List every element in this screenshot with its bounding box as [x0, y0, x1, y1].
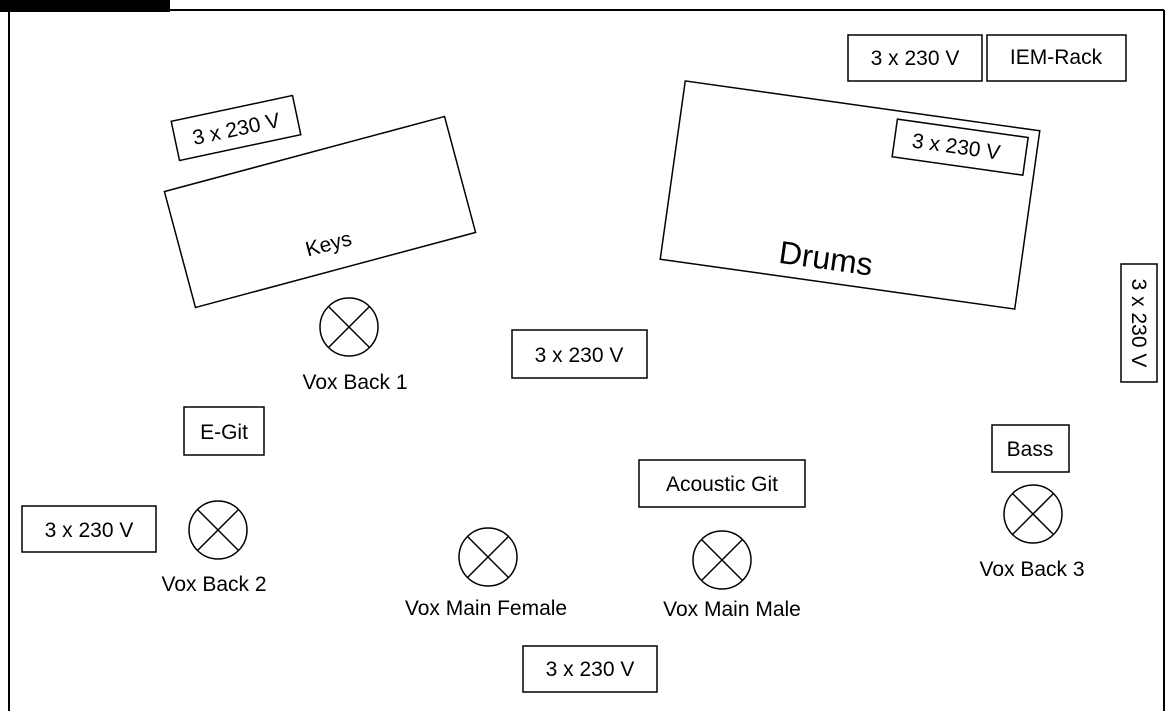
bass-box: Bass	[991, 424, 1070, 473]
power-label: 3 x 230 V	[871, 47, 960, 70]
vox-main-male-label: Vox Main Male	[663, 598, 801, 621]
mic-vox-back-2: Vox Back 2	[161, 500, 267, 596]
e-git-box: E-Git	[183, 406, 265, 456]
microphone-icon	[188, 500, 248, 560]
acoustic-git-label: Acoustic Git	[666, 473, 778, 496]
vox-main-female-label: Vox Main Female	[405, 597, 567, 620]
power-box-right-side: 3 x 230 V	[1120, 263, 1158, 383]
power-box-center: 3 x 230 V	[511, 329, 648, 379]
iem-rack-box: IEM-Rack	[986, 34, 1127, 82]
mic-vox-main-female: Vox Main Female	[405, 527, 567, 620]
vox-back-2-label: Vox Back 2	[161, 573, 266, 596]
bass-label: Bass	[1007, 438, 1054, 461]
microphone-icon	[692, 530, 752, 590]
power-box-bottom: 3 x 230 V	[522, 645, 658, 693]
drums-riser: Drums	[659, 80, 1041, 310]
power-box-keys: 3 x 230 V	[170, 94, 302, 162]
e-git-label: E-Git	[200, 421, 248, 444]
microphone-icon	[1003, 484, 1063, 544]
keys-riser: Keys	[163, 115, 477, 309]
power-label: 3 x 230 V	[1127, 279, 1150, 368]
power-label: 3 x 230 V	[535, 344, 624, 367]
header-bar	[0, 0, 170, 12]
mic-vox-back-1: Vox Back 1	[302, 297, 408, 394]
power-box-left: 3 x 230 V	[21, 505, 157, 553]
power-box-drums: 3 x 230 V	[891, 118, 1029, 176]
iem-rack-label: IEM-Rack	[1010, 46, 1103, 69]
acoustic-git-box: Acoustic Git	[638, 459, 806, 508]
mic-vox-main-male: Vox Main Male	[663, 530, 801, 621]
power-box-top-right: 3 x 230 V	[847, 34, 983, 82]
mic-vox-back-3: Vox Back 3	[979, 484, 1085, 581]
vox-back-3-label: Vox Back 3	[979, 558, 1084, 581]
microphone-icon	[458, 527, 518, 587]
vox-back-1-label: Vox Back 1	[302, 371, 407, 394]
microphone-icon	[319, 297, 379, 357]
power-label: 3 x 230 V	[45, 519, 134, 542]
power-label: 3 x 230 V	[546, 658, 635, 681]
